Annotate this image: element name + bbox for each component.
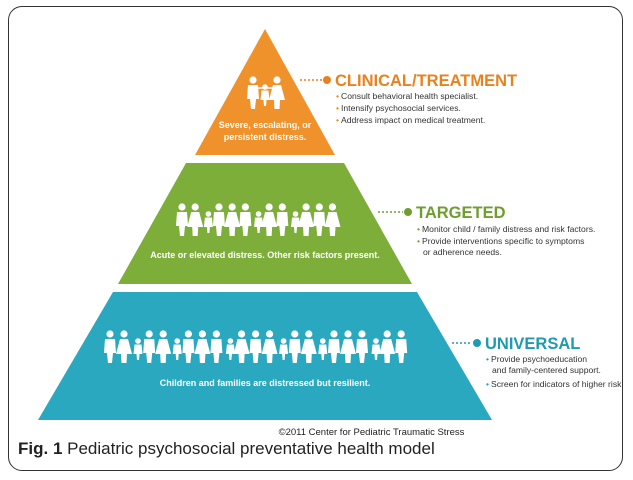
clinical-connector bbox=[300, 76, 331, 84]
svg-text:•Provide interventions specifi: •Provide interventions specific to sympt… bbox=[417, 236, 584, 246]
universal-bullet-2: Screen for indicators of higher risk. bbox=[491, 379, 624, 389]
targeted-bullet-2-line-1: Provide interventions specific to sympto… bbox=[422, 236, 584, 246]
targeted-description: Acute or elevated distress. Other risk f… bbox=[150, 250, 380, 260]
svg-text:•Monitor child / family distre: •Monitor child / family distress and ris… bbox=[417, 224, 595, 234]
targeted-bullets: •Monitor child / family distress and ris… bbox=[417, 224, 595, 257]
universal-bullet-1-line-2: and family-centered support. bbox=[492, 365, 601, 375]
clinical-title: CLINICAL/TREATMENT bbox=[335, 72, 517, 90]
targeted-connector bbox=[378, 208, 412, 216]
universal-title: UNIVERSAL bbox=[485, 335, 580, 353]
clinical-bullet-1: Consult behavioral health specialist. bbox=[341, 91, 478, 101]
copyright-notice: ©2011 Center for Pediatric Traumatic Str… bbox=[278, 427, 465, 438]
svg-text:•Provide psychoeducation: •Provide psychoeducation bbox=[486, 354, 587, 364]
universal-connector bbox=[452, 339, 481, 347]
targeted-bullet-2-line-2: or adherence needs. bbox=[423, 247, 502, 257]
clinical-description-line-2: persistent distress. bbox=[224, 132, 307, 142]
universal-description: Children and families are distressed but… bbox=[160, 378, 371, 388]
targeted-title: TARGETED bbox=[416, 204, 506, 222]
svg-text:•Screen for indicators of high: •Screen for indicators of higher risk. bbox=[486, 379, 624, 389]
tier-universal-shape bbox=[38, 292, 492, 420]
targeted-bullet-1: Monitor child / family distress and risk… bbox=[422, 224, 595, 234]
figure-caption: Fig. 1 Pediatric psychosocial preventati… bbox=[18, 439, 435, 459]
clinical-people-icons bbox=[247, 76, 285, 109]
universal-bullets: •Provide psychoeducation and family-cent… bbox=[486, 354, 624, 389]
clinical-description-line-1: Severe, escalating, or bbox=[219, 120, 312, 130]
clinical-bullet-2: Intensify psychosocial services. bbox=[341, 103, 461, 113]
svg-text:•Address impact on medical tre: •Address impact on medical treatment. bbox=[336, 115, 485, 125]
caption-label: Fig. 1 bbox=[18, 439, 63, 458]
universal-bullet-1-line-1: Provide psychoeducation bbox=[491, 354, 587, 364]
clinical-bullet-3: Address impact on medical treatment. bbox=[341, 115, 485, 125]
caption-text: Pediatric psychosocial preventative heal… bbox=[67, 439, 435, 458]
universal-people-icons bbox=[104, 330, 408, 363]
clinical-bullets: •Consult behavioral health specialist. •… bbox=[336, 91, 485, 125]
svg-text:•Intensify psychosocial servic: •Intensify psychosocial services. bbox=[336, 103, 461, 113]
svg-text:•Consult behavioral health spe: •Consult behavioral health specialist. bbox=[336, 91, 478, 101]
